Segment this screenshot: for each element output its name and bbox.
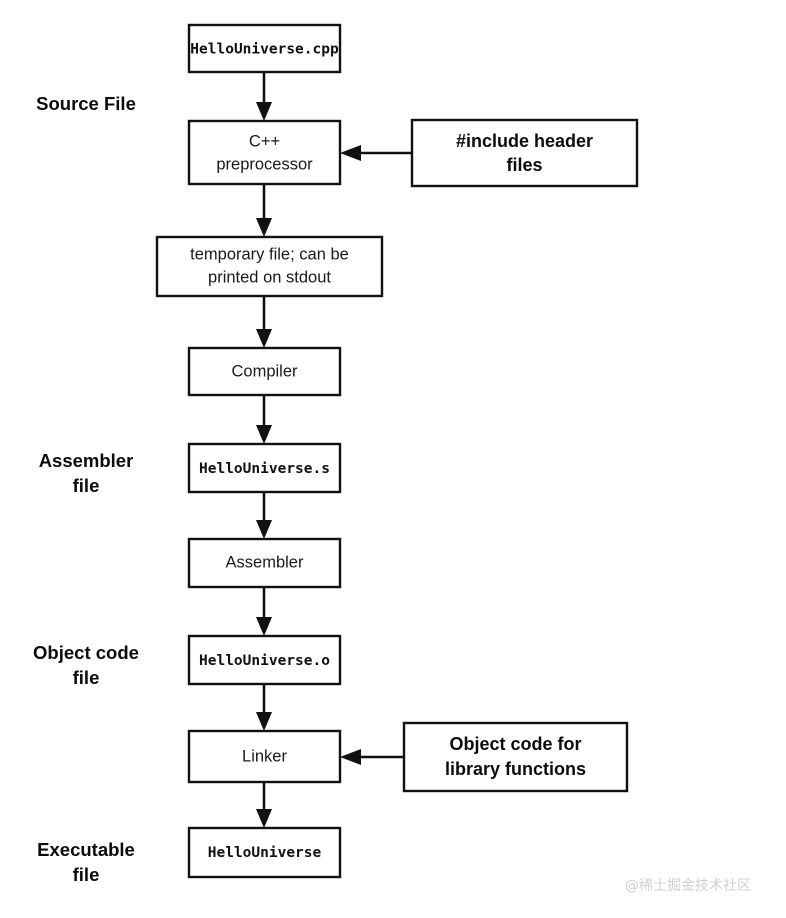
edge-preprocessor-to-temporary-file	[256, 184, 272, 237]
stage-label-assembler-file: Assembler file	[39, 450, 134, 496]
node-preprocessor[interactable]: C++ preprocessor	[187, 119, 342, 186]
stage-label-object-code-file: Object code file	[33, 642, 139, 688]
arrow-head-down-icon	[256, 520, 272, 539]
node-library-object-code-label-line-1: Object code for	[449, 734, 581, 754]
watermark-label: @稀土掘金技术社区	[625, 878, 751, 894]
node-linker-box[interactable]	[187, 729, 342, 784]
stage-label-source-file: Source File	[36, 93, 136, 114]
edge-source-cpp-to-preprocessor	[256, 72, 272, 121]
node-object-file-label: HelloUniverse.o	[199, 653, 330, 669]
node-assembly-file-box[interactable]	[187, 442, 342, 494]
stage-label-source-file-line-1: Source File	[36, 93, 136, 114]
node-assembly-file-label: HelloUniverse.s	[199, 461, 330, 477]
arrow-head-down-icon	[256, 102, 272, 121]
node-executable[interactable]: HelloUniverse	[187, 826, 342, 879]
arrow-head-left-icon	[340, 145, 361, 161]
node-linker-label: Linker	[242, 747, 287, 765]
stage-label-assembler-file-line-1: Assembler	[39, 450, 134, 471]
node-compiler-box[interactable]	[187, 346, 342, 397]
arrow-head-down-icon	[256, 617, 272, 636]
stage-label-object-code-file-line-1: Object code	[33, 642, 139, 663]
arrow-head-down-icon	[256, 712, 272, 731]
node-temporary-file-box[interactable]	[155, 235, 384, 298]
node-assembler-box[interactable]	[187, 537, 342, 589]
edge-linker-to-executable	[256, 782, 272, 828]
node-linker[interactable]: Linker	[187, 729, 342, 784]
stage-label-executable-file: Executable file	[37, 839, 135, 885]
node-executable-box[interactable]	[187, 826, 342, 879]
node-assembler-label: Assembler	[226, 553, 304, 571]
arrow-head-down-icon	[256, 218, 272, 237]
node-include-headers-box[interactable]	[410, 118, 639, 188]
node-include-headers[interactable]: #include header files	[410, 118, 639, 188]
edge-temporary-file-to-compiler	[256, 296, 272, 348]
node-compiler[interactable]: Compiler	[187, 346, 342, 397]
arrow-head-down-icon	[256, 329, 272, 348]
node-source-cpp[interactable]: HelloUniverse.cpp	[187, 23, 342, 74]
node-preprocessor-label-line-2: preprocessor	[216, 155, 313, 173]
node-object-file[interactable]: HelloUniverse.o	[187, 634, 342, 686]
node-compiler-label: Compiler	[231, 362, 298, 380]
edge-object-file-to-linker	[256, 684, 272, 731]
node-executable-label: HelloUniverse	[208, 845, 322, 861]
edge-include-headers-to-preprocessor	[340, 145, 412, 161]
edge-assembler-to-object-file	[256, 587, 272, 636]
stage-label-executable-file-line-1: Executable	[37, 839, 135, 860]
node-source-cpp-label: HelloUniverse.cpp	[190, 42, 339, 58]
node-library-object-code-box[interactable]	[402, 721, 629, 793]
node-assembly-file[interactable]: HelloUniverse.s	[187, 442, 342, 494]
edge-compiler-to-assembly-file	[256, 395, 272, 444]
node-library-object-code[interactable]: Object code for library functions	[402, 721, 629, 793]
arrow-head-down-icon	[256, 425, 272, 444]
node-preprocessor-box[interactable]	[187, 119, 342, 186]
node-include-headers-label-line-1: #include header	[456, 131, 593, 151]
node-library-object-code-label-line-2: library functions	[445, 759, 586, 779]
edge-library-object-code-to-linker	[340, 749, 404, 765]
node-source-cpp-box[interactable]	[187, 23, 342, 74]
node-object-file-box[interactable]	[187, 634, 342, 686]
node-assembler[interactable]: Assembler	[187, 537, 342, 589]
edge-assembly-file-to-assembler	[256, 492, 272, 539]
node-temporary-file-label-line-2: printed on stdout	[208, 268, 331, 286]
arrow-head-left-icon	[340, 749, 361, 765]
node-temporary-file[interactable]: temporary file; can be printed on stdout	[155, 235, 384, 298]
stage-label-object-code-file-line-2: file	[73, 667, 100, 688]
node-include-headers-label-line-2: files	[506, 155, 542, 175]
stage-label-assembler-file-line-2: file	[73, 475, 100, 496]
stage-label-executable-file-line-2: file	[73, 864, 100, 885]
arrow-head-down-icon	[256, 809, 272, 828]
node-preprocessor-label-line-1: C++	[249, 132, 280, 150]
node-temporary-file-label-line-1: temporary file; can be	[190, 245, 349, 263]
